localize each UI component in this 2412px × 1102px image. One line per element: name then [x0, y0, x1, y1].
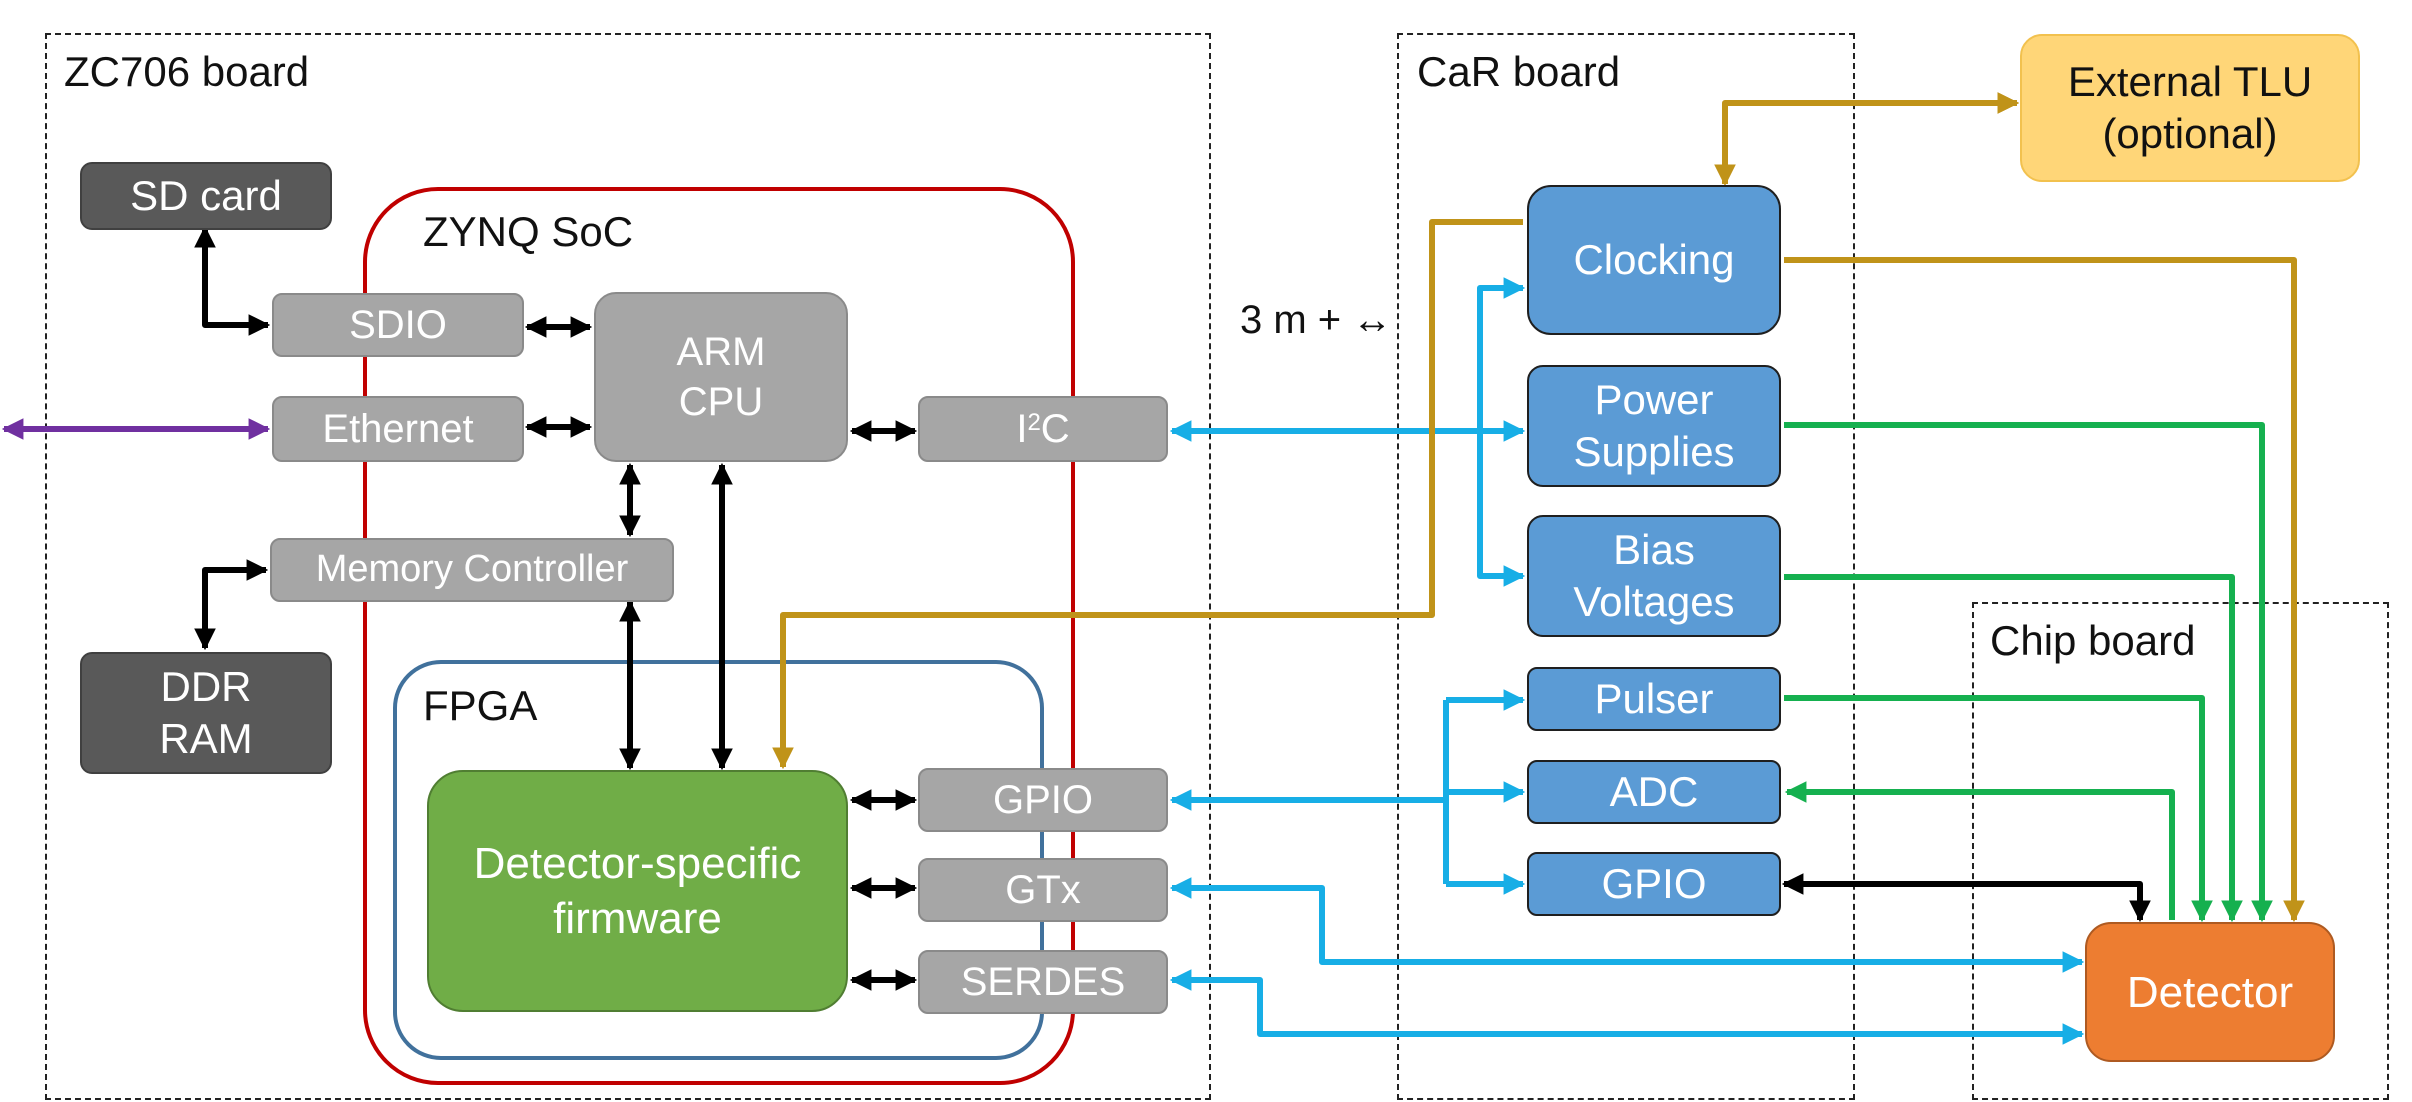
- external-tlu-block: External TLU (optional): [2020, 34, 2360, 182]
- i2c-label-tail: C: [1040, 407, 1070, 451]
- bias-voltages-block: Bias Voltages: [1527, 515, 1781, 637]
- serdes-block: SERDES: [918, 950, 1168, 1014]
- power-to-detector: [1784, 422, 2273, 923]
- pulser-to-detector: [1784, 695, 2213, 923]
- ethernet-block: Ethernet: [272, 396, 524, 462]
- chip-board-region: [1972, 602, 2389, 1100]
- car-board-label: CaR board: [1417, 48, 1621, 95]
- gtx-block: GTx: [918, 858, 1168, 922]
- i2c-label-superscript: 2: [1027, 409, 1041, 436]
- zynq-soc-region: [363, 187, 1075, 1085]
- gpio-car-detector-link: [1781, 873, 2151, 923]
- clocking-to-firmware: [772, 219, 1523, 770]
- serdes-detector-link: [1169, 969, 2085, 1045]
- memory-ddr-link: [194, 559, 269, 651]
- gtx-detector-link: [1169, 877, 2085, 973]
- adc-block: ADC: [1527, 760, 1781, 824]
- memory-controller-block: Memory Controller: [270, 538, 674, 602]
- detector-block: Detector: [2085, 922, 2335, 1062]
- bias-to-detector: [1784, 574, 2243, 923]
- chip-board-label: Chip board: [1990, 617, 2196, 664]
- ddr-ram-block: DDR RAM: [80, 652, 332, 774]
- tlu-clocking-main: [1714, 92, 2020, 187]
- zc706-board-label: ZC706 board: [64, 48, 310, 95]
- zynq-soc-label: ZYNQ SoC: [423, 208, 634, 255]
- car-board-region: [1397, 33, 1855, 1100]
- arm-cpu-block: ARM CPU: [594, 292, 848, 462]
- sdio-block: SDIO: [272, 293, 524, 357]
- detector-firmware-block: Detector-specific firmware: [427, 770, 848, 1012]
- cable-length-note: 3 m + ↔: [1240, 298, 1393, 342]
- clocking-block: Clocking: [1527, 185, 1781, 335]
- sd-card-block: SD card: [80, 162, 332, 230]
- i2c-to-bias: [1477, 431, 1526, 587]
- pulser-block: Pulser: [1527, 667, 1781, 731]
- clocking-to-detector: [1784, 257, 2305, 923]
- fpga-label: FPGA: [423, 682, 538, 729]
- car-gpio-block: GPIO: [1527, 852, 1781, 916]
- power-supplies-block: Power Supplies: [1527, 365, 1781, 487]
- i2c-to-clocking: [1477, 277, 1526, 431]
- fpga-gpio-block: GPIO: [918, 768, 1168, 832]
- i2c-label-main: I: [1016, 407, 1028, 451]
- sdcard-sdio-link: [194, 225, 271, 336]
- detector-to-adc: [1784, 781, 2175, 920]
- zc706-board-region: [45, 33, 1211, 1100]
